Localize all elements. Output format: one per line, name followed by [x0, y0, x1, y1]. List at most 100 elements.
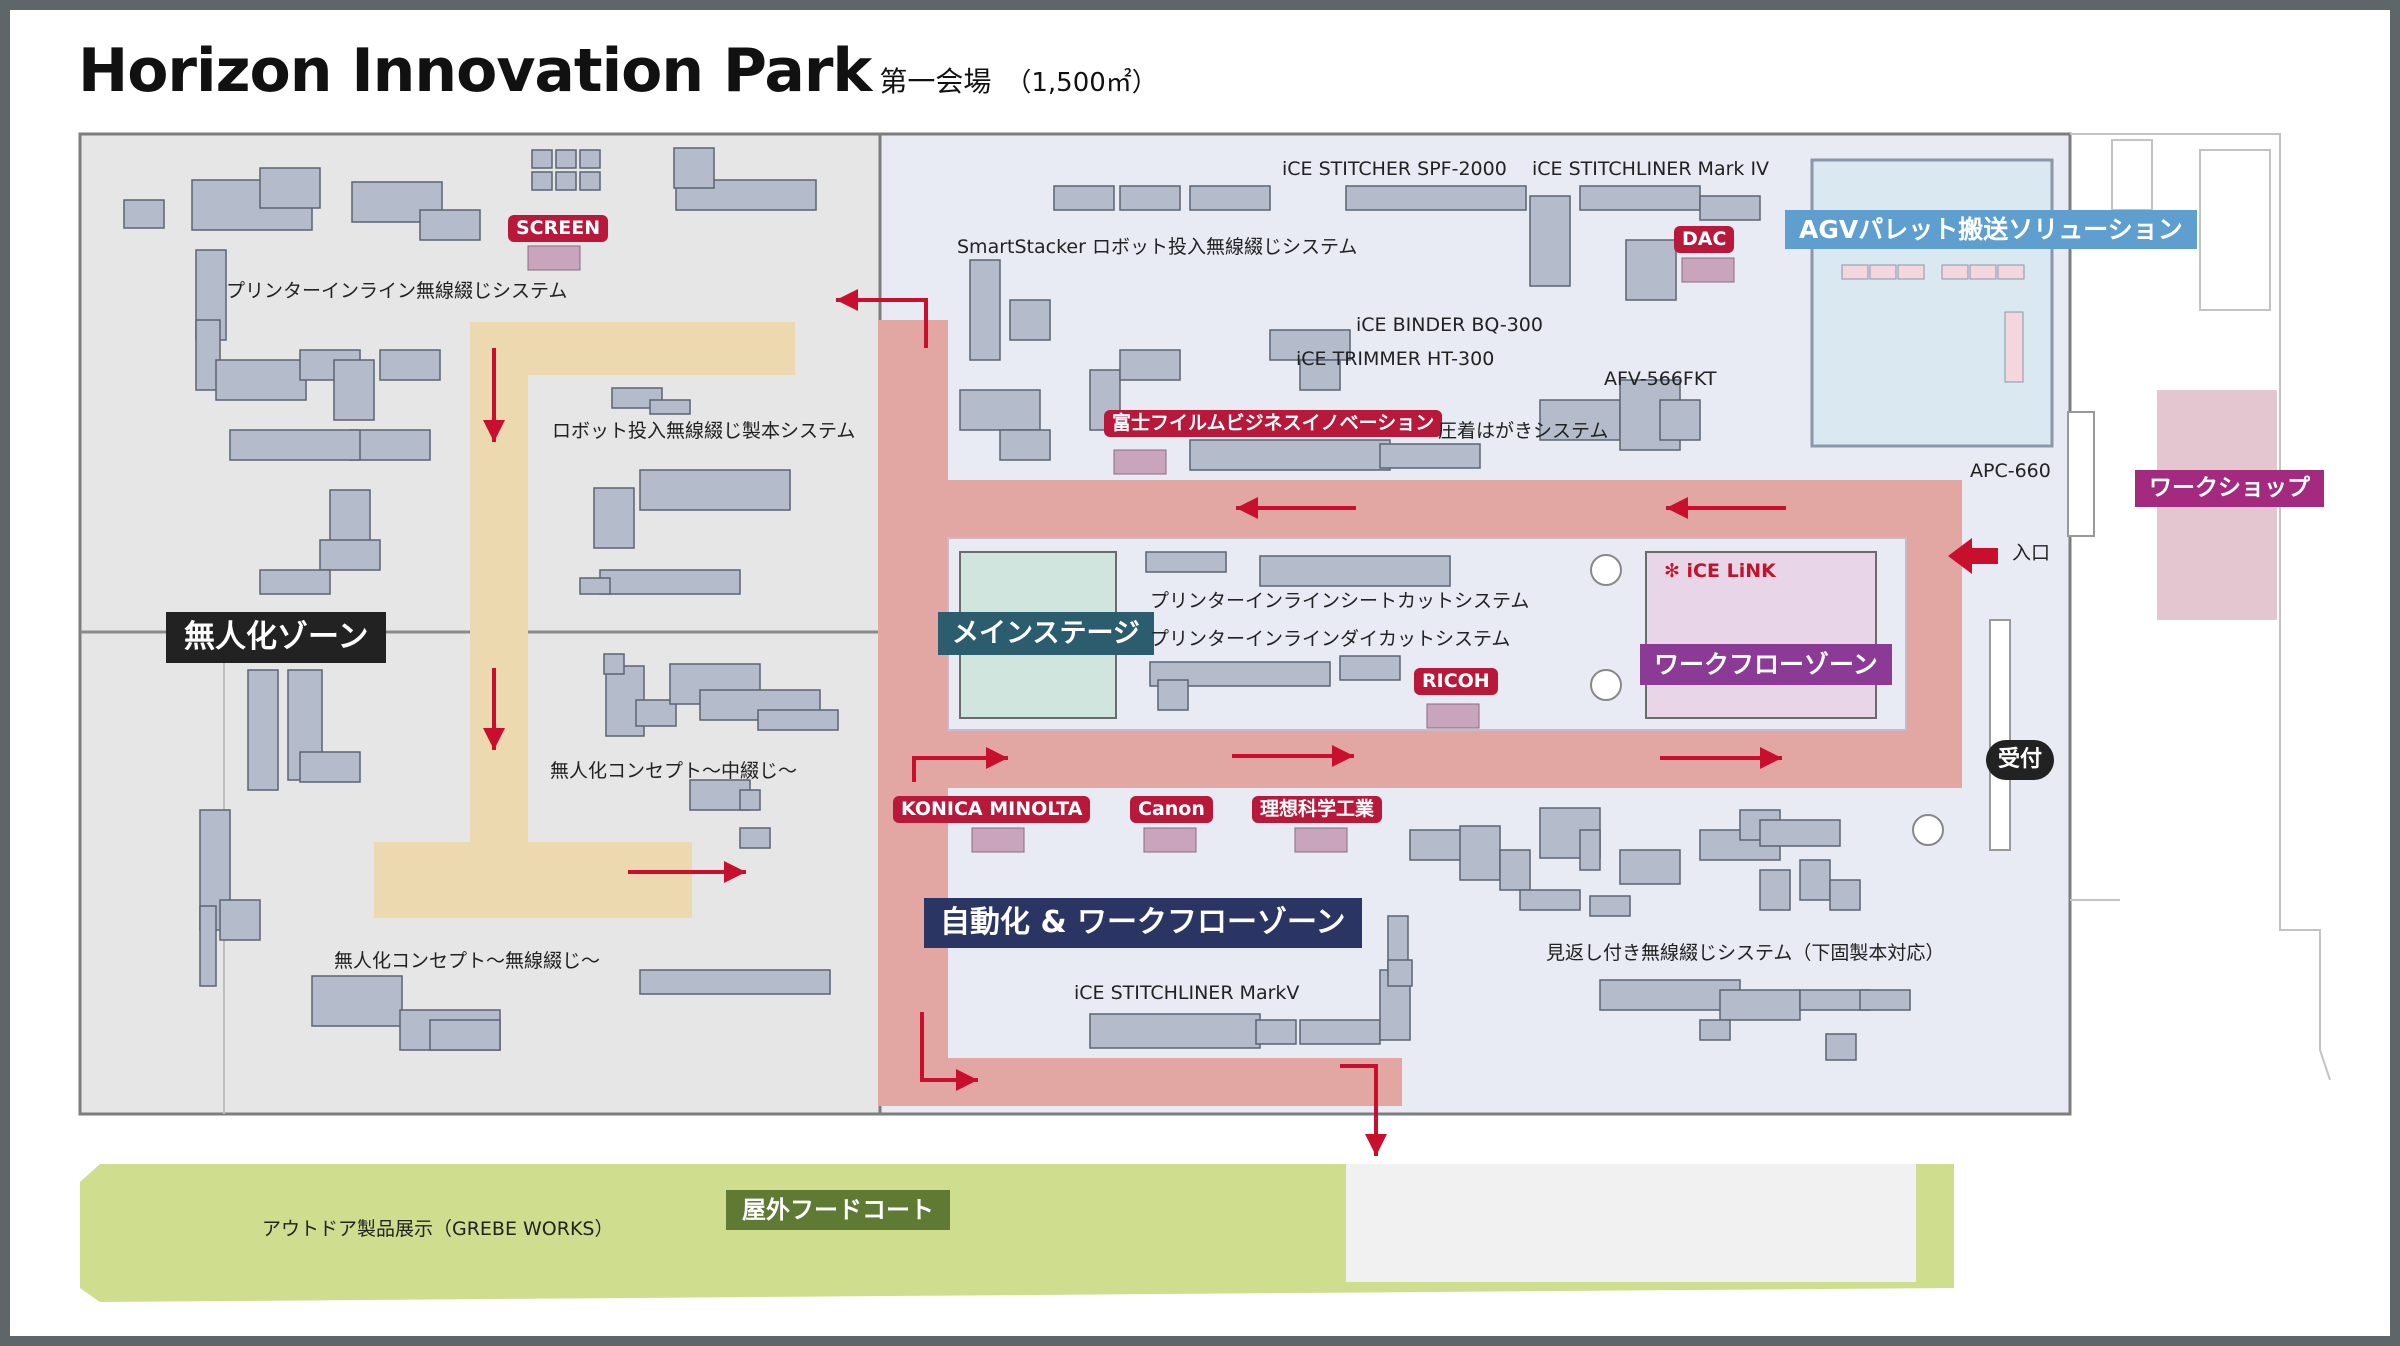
machine-block [1255, 1019, 1297, 1045]
machine-block [1157, 679, 1189, 711]
machine-block [531, 171, 553, 191]
stairs [2111, 139, 2153, 211]
machine-block [247, 669, 279, 791]
exhibitor-riso-tag: 理想科学工業 [1252, 796, 1383, 823]
icelink-icon: ✻ [1664, 560, 1687, 582]
label-sheet-cut: プリンターインラインシートカットシステム [1150, 590, 1530, 612]
machine-block [579, 577, 611, 595]
label-printer-inline-binding: プリンターインライン無線綴じシステム [226, 280, 568, 302]
machine-block [1759, 869, 1791, 911]
machine-block [1269, 329, 1351, 361]
machine-block [1719, 989, 1801, 1021]
machine-block [603, 653, 625, 675]
flow-arrow-head [1332, 745, 1354, 767]
machine-block [379, 349, 441, 381]
flow-arrow-head [483, 728, 505, 750]
machine-block [1699, 1019, 1731, 1041]
machine-block [1189, 185, 1271, 211]
exhibitor-ricoh-tag: RICOH [1414, 668, 1498, 695]
machine-block [1053, 185, 1115, 211]
machine-block [1659, 399, 1701, 441]
flow-arrow-head [1236, 497, 1258, 519]
booth-konica [971, 827, 1025, 853]
agv-pallet [1869, 264, 1897, 280]
machine-block [969, 259, 1001, 361]
label-unmanned-perfect: 無人化コンセプト～無線綴じ～ [334, 950, 601, 972]
zone-main-stage-tag: メインステージ [938, 612, 1154, 655]
agv-area [1810, 158, 2054, 448]
machine-block [579, 149, 601, 169]
machine-block [1459, 825, 1501, 881]
machine-block [333, 359, 375, 421]
label-trimmer-ht: iCE TRIMMER HT-300 [1296, 348, 1495, 370]
machine-block [215, 359, 307, 401]
label-afv: AFV-566FKT [1604, 368, 1717, 390]
machine-block [757, 709, 839, 731]
label-unmanned-saddle: 無人化コンセプト～中綴じ～ [550, 760, 798, 782]
arrow-layer [483, 289, 1998, 1156]
round-table [1912, 814, 1944, 846]
machine-block [639, 469, 791, 511]
reception-tag: 受付 [1986, 740, 2055, 780]
machine-block [1825, 1033, 1857, 1061]
exhibitor-icelink-logo: ✻ iCE LiNK [1664, 560, 1776, 582]
icelink-label: iCE LiNK [1686, 560, 1776, 582]
machine-block [195, 319, 221, 391]
machine-block [229, 429, 361, 461]
annex-outline [2070, 133, 2331, 1081]
machine-block [579, 171, 601, 191]
machine-block [1387, 959, 1413, 987]
machine-block [531, 149, 553, 169]
machine-block [555, 149, 577, 169]
machine-block [1539, 399, 1621, 441]
machine-block [639, 969, 831, 995]
flow-arrow-head [836, 289, 858, 311]
flow-arrow-line [912, 756, 1008, 782]
subtitle: 第一会場 [879, 65, 992, 98]
machine-block [1799, 859, 1831, 901]
machine-block [1859, 989, 1911, 1011]
machine-block [1119, 185, 1181, 211]
machine-block [1299, 359, 1341, 391]
machine-block [649, 399, 691, 415]
flow-arrow-head [724, 861, 746, 883]
booth-fujifilm [1113, 449, 1167, 475]
agv-pallet [1997, 264, 2025, 280]
label-outdoor: アウトドア製品展示（GREBE WORKS） [262, 1218, 614, 1240]
apc-block [2067, 411, 2095, 537]
machine-block [1579, 185, 1701, 211]
agv-pallet [1841, 264, 1869, 280]
machine-block [1379, 443, 1481, 469]
machine-block [999, 429, 1051, 461]
machine-block [299, 751, 361, 783]
machine-block [1589, 895, 1631, 917]
machine-block [1579, 829, 1601, 871]
machine-block [555, 171, 577, 191]
flow-arrow-head [986, 747, 1008, 769]
machine-block [1089, 1013, 1261, 1049]
label-stitchliner-iv: iCE STITCHLINER Mark IV [1532, 158, 1770, 180]
label-stitchliner-v: iCE STITCHLINER MarkV [1074, 982, 1300, 1004]
label-endpaper: 見返し付き無線綴じシステム（下固製本対応） [1546, 942, 1945, 964]
machine-block [1339, 655, 1401, 681]
exhibitor-screen-tag: SCREEN [508, 215, 609, 242]
machine-block [311, 975, 403, 1027]
flow-arrow-head [1760, 747, 1782, 769]
agv-pallet [1941, 264, 1969, 280]
exhibitor-canon-tag: Canon [1130, 796, 1213, 823]
zone-workshop-tag: ワークショップ [2135, 470, 2324, 507]
machine-block [199, 905, 217, 987]
machine-block [1009, 299, 1051, 341]
machine-block [259, 167, 321, 209]
round-table [1590, 669, 1622, 701]
machine-block [1189, 439, 1391, 471]
machine-block [419, 209, 481, 241]
booth-riso [1294, 827, 1348, 853]
label-stitcher-spf: iCE STITCHER SPF-2000 [1282, 158, 1507, 180]
machine-block [739, 827, 771, 849]
machine-block [123, 199, 165, 229]
machine-block [1529, 195, 1571, 287]
label-binder-bq: iCE BINDER BQ-300 [1356, 314, 1543, 336]
